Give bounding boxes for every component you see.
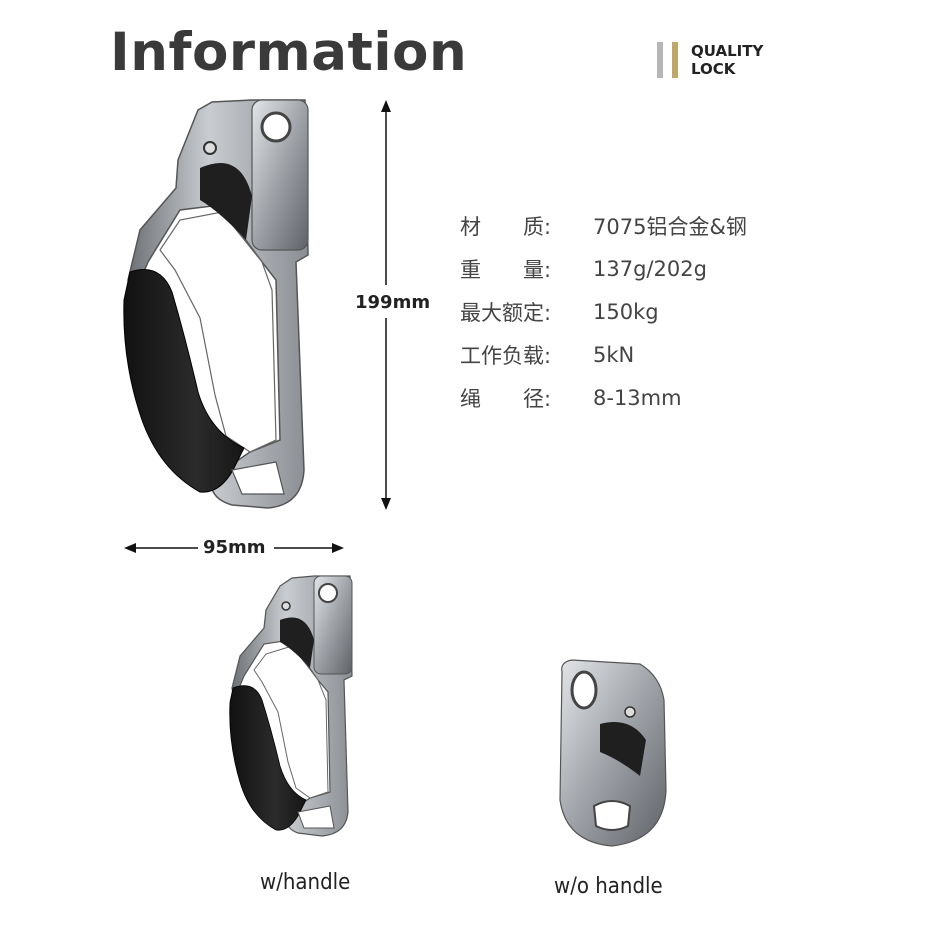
ascender-with-handle-rivet <box>281 601 291 611</box>
spec-label: 材 质: <box>460 214 552 239</box>
ascender-large-top-hole <box>260 111 292 143</box>
ascender-large-cam <box>200 162 252 240</box>
ascender-without-handle-rivet <box>624 706 636 718</box>
badge-line-1: QUALITY <box>691 42 764 60</box>
height-arrow-top-head <box>381 100 391 112</box>
ascender-large-window <box>159 211 277 453</box>
ascender-large <box>123 99 309 509</box>
spec-value: 8-13mm <box>593 385 682 410</box>
ascender-large-rivet <box>203 141 217 155</box>
spec-label: 工作负载: <box>460 343 552 368</box>
ascender-without-handle <box>559 659 667 847</box>
spec-row-working-load: 工作负载: 5kN <box>460 333 747 376</box>
badge-bar-grey <box>657 42 663 78</box>
ascender-with-handle-window <box>253 645 329 799</box>
ascender-with-handle <box>229 575 353 837</box>
spec-value: 7075铝合金&钢 <box>593 214 747 239</box>
ascender-large-bottom-hole <box>231 461 285 495</box>
spec-row-weight: 重 量: 137g/202g <box>460 247 747 290</box>
ascender-without-handle-cam <box>600 722 646 776</box>
ascender-large-grip <box>123 269 245 493</box>
spec-value: 150kg <box>593 299 659 324</box>
width-dimension-label: 95mm <box>203 537 266 558</box>
spec-row-rope-diameter: 绳 径: 8-13mm <box>460 376 747 419</box>
ascender-without-handle-top-hole <box>570 670 598 710</box>
height-dimension-label: 199mm <box>355 292 431 313</box>
width-arrow-right-head <box>332 543 344 553</box>
spec-label: 绳 径: <box>460 386 552 411</box>
badge-line-2: LOCK <box>691 60 736 78</box>
spec-label: 重 量: <box>460 257 552 282</box>
page-title: Information <box>110 22 468 83</box>
height-arrow-bottom-head <box>381 498 391 510</box>
ascender-with-handle-cam <box>280 617 314 668</box>
caption-with-handle: w/handle <box>260 870 351 895</box>
spec-list: 材 质: 7075铝合金&钢 重 量: 137g/202g 最大额定: 150k… <box>460 204 747 419</box>
ascender-without-handle-bottom-hole <box>592 800 632 831</box>
badge-text: QUALITY LOCK <box>691 42 763 78</box>
caption-without-handle: w/o handle <box>554 874 663 899</box>
spec-row-material: 材 质: 7075铝合金&钢 <box>460 204 747 247</box>
spec-value: 137g/202g <box>593 256 707 281</box>
badge-bar-gold <box>672 42 678 78</box>
spec-row-max-rating: 最大额定: 150kg <box>460 290 747 333</box>
ascender-with-handle-top-hole <box>318 583 338 603</box>
width-arrow-left-head <box>124 543 136 553</box>
spec-value: 5kN <box>593 342 635 367</box>
spec-label: 最大额定: <box>460 300 552 325</box>
ascender-with-handle-bottom-hole <box>297 805 335 829</box>
dimension-arrows <box>124 100 391 553</box>
